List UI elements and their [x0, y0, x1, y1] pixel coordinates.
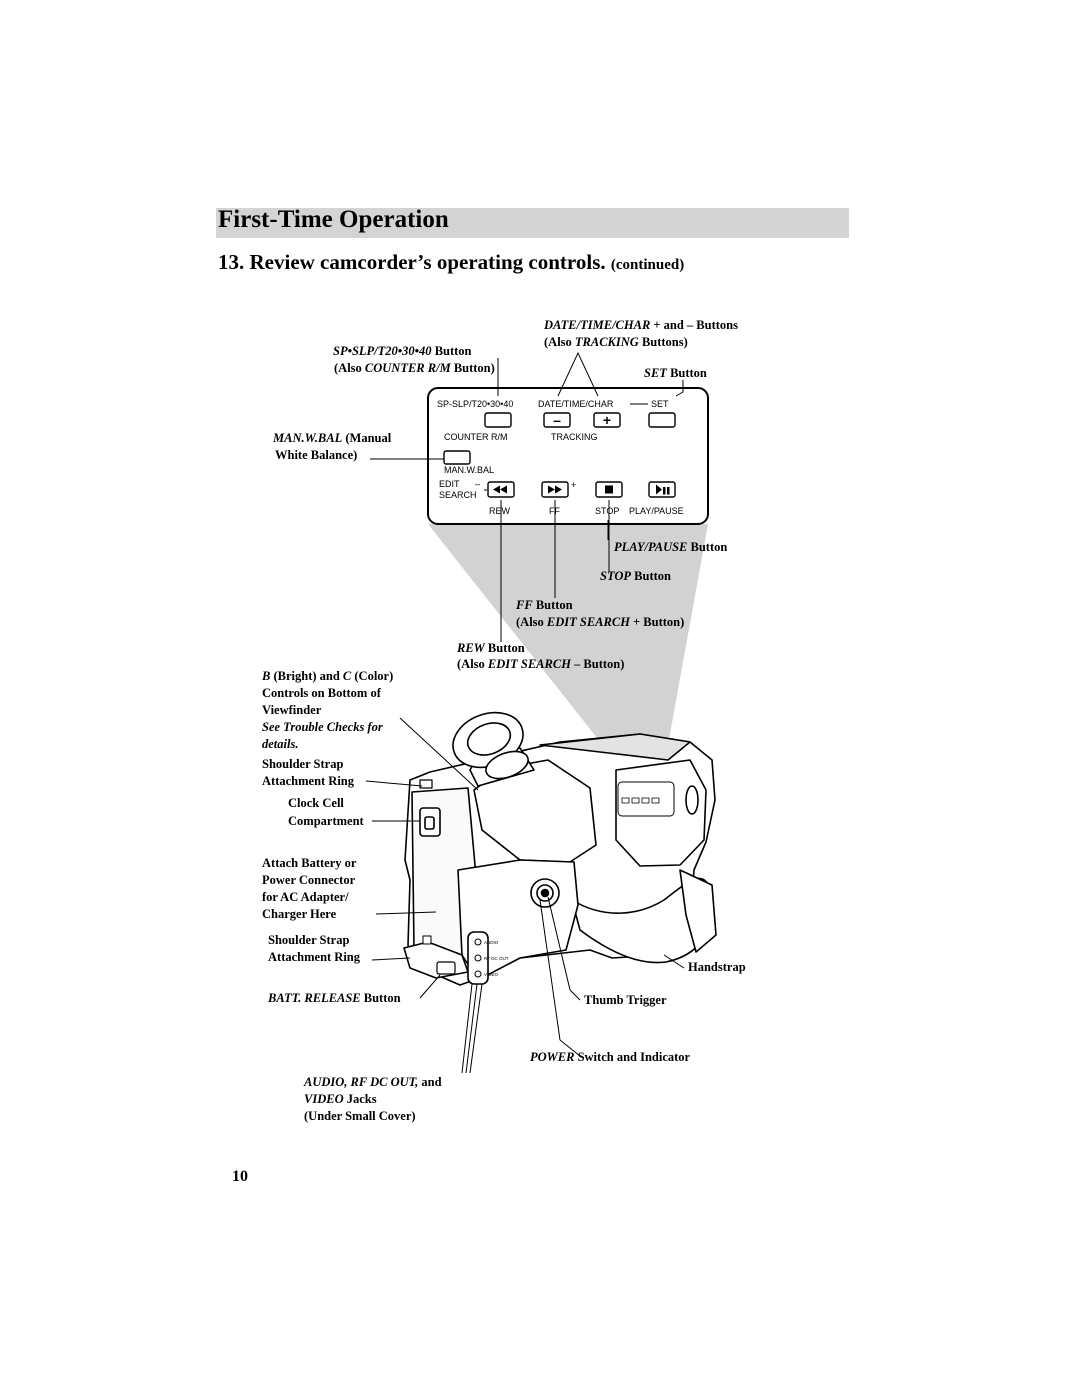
callout-clock-1: Clock Cell — [288, 796, 344, 810]
step-continued: (continued) — [610, 257, 685, 273]
camera-label-video: VIDEO — [484, 972, 499, 977]
step-heading-text: 13. Review camcorder’s operating control… — [218, 250, 606, 274]
fast-forward-icon-b — [555, 485, 562, 494]
callout-trouble-line2: details. — [262, 737, 298, 751]
panel-leader-lines — [370, 351, 684, 642]
callout-play-pause: PLAY/PAUSE Button — [614, 540, 727, 554]
panel-label-edit-minus: – — [475, 479, 480, 489]
callout-power-switch: POWER Switch and Indicator — [530, 1050, 691, 1064]
battery-lug — [422, 935, 432, 945]
callout-clock-2: Compartment — [288, 814, 365, 828]
callout-also-counter: (Also COUNTER R/M Button) — [334, 361, 495, 375]
panel-label-date-time-char: DATE/TIME/CHAR — [538, 399, 614, 409]
camera-top-strip — [539, 733, 691, 761]
callout-set-button: SET Button — [644, 366, 707, 380]
callout-thumb-trigger: Thumb Trigger — [584, 993, 667, 1007]
callout-date-time-char: DATE/TIME/CHAR + and – Buttons — [543, 318, 738, 332]
play-icon — [656, 484, 662, 495]
panel-label-edit-plus: + — [571, 480, 576, 490]
panel-label-set: SET — [651, 399, 669, 409]
callout-shoulder-bottom-1: Shoulder Strap — [268, 933, 349, 947]
camera-label-rf-dc-out: RF DC OUT — [484, 956, 509, 961]
camera-leader-lines — [365, 717, 685, 1074]
camcorder-illustration — [403, 711, 717, 986]
callout-shoulder-top-1: Shoulder Strap — [262, 757, 343, 771]
page-number: 10 — [232, 1168, 248, 1185]
grip-mini-button-2 — [631, 797, 640, 804]
panel-label-rew: REW — [489, 506, 511, 516]
panel-label-tracking: TRACKING — [551, 432, 598, 442]
video-jack-icon — [474, 970, 482, 978]
callout-handstrap: Handstrap — [688, 960, 746, 974]
grip-mini-button-1 — [621, 797, 630, 804]
projection-cone — [428, 524, 708, 748]
callout-man-w-bal: MAN.W.BAL (Manual — [272, 431, 392, 445]
audio-jack-icon — [474, 938, 482, 946]
callout-bc-line2: Controls on Bottom of — [262, 686, 382, 700]
callout-also-edit-minus: (Also EDIT SEARCH – Button) — [457, 657, 624, 671]
callout-jacks-3: (Under Small Cover) — [304, 1109, 416, 1123]
callout-bc-line3: Viewfinder — [262, 703, 322, 717]
rewind-icon-b — [493, 485, 500, 494]
callout-also-tracking: (Also TRACKING Buttons) — [544, 335, 688, 349]
minus-button[interactable] — [543, 412, 571, 428]
pause-icon-a — [663, 487, 666, 495]
grip-mini-button-3 — [641, 797, 650, 804]
panel-label-sp-slp: SP-SLP/T20•30•40 — [437, 399, 513, 409]
callout-white-balance: White Balance) — [275, 448, 357, 462]
minus-symbol: – — [553, 412, 561, 428]
callout-jacks-1: AUDIO, RF DC OUT, and — [303, 1075, 442, 1089]
rewind-icon — [500, 485, 507, 494]
plus-button[interactable] — [593, 412, 621, 428]
rf-dc-out-jack-icon — [474, 954, 482, 962]
fast-forward-icon — [548, 485, 555, 494]
section-title: First-Time Operation — [218, 206, 449, 233]
panel-label-search: SEARCH — [439, 490, 477, 500]
panel-label-edit: EDIT — [439, 479, 460, 489]
callout-jacks-2: VIDEO Jacks — [304, 1092, 377, 1106]
set-button[interactable] — [648, 412, 676, 428]
callout-battery-1: Attach Battery or — [262, 856, 357, 870]
control-panel: SP-SLP/T20•30•40 DATE/TIME/CHAR SET – + … — [427, 387, 709, 525]
step-heading: 13. Review camcorder’s operating control… — [218, 250, 684, 275]
callout-shoulder-bottom-2: Attachment Ring — [268, 950, 361, 964]
zoom-rocker — [685, 785, 699, 815]
shoulder-ring-top — [419, 779, 433, 789]
batt-release-switch — [436, 961, 456, 975]
grip-mini-button-4 — [651, 797, 660, 804]
sp-slp-button[interactable] — [484, 412, 512, 428]
pause-icon-b — [667, 487, 670, 495]
clock-cell-latch — [424, 816, 435, 830]
callout-sp-slp: SP•SLP/T20•30•40 Button — [333, 344, 472, 358]
callout-ff: FF Button — [515, 598, 573, 612]
plus-symbol: + — [603, 412, 611, 428]
panel-label-play-pause: PLAY/PAUSE — [629, 506, 684, 516]
callout-rew: REW Button — [456, 641, 525, 655]
callout-trouble-line1: See Trouble Checks for — [262, 720, 383, 734]
eyecup-inner — [466, 722, 512, 756]
stop-icon — [605, 485, 613, 494]
callout-batt-release: BATT. RELEASE Button — [267, 991, 401, 1005]
panel-label-stop: STOP — [595, 506, 619, 516]
callout-battery-4: Charger Here — [262, 907, 337, 921]
callout-battery-2: Power Connector — [262, 873, 356, 887]
callout-shoulder-top-2: Attachment Ring — [262, 774, 355, 788]
handstrap-pad — [679, 869, 717, 953]
thumb-trigger-button — [540, 888, 550, 898]
callout-bc-line1: B (Bright) and C (Color) — [261, 669, 393, 683]
camera-label-audio: AUDIO — [484, 940, 499, 945]
eyecup-ring — [485, 750, 529, 780]
section-title-bar — [216, 208, 849, 238]
callout-also-edit-plus: (Also EDIT SEARCH + Button) — [516, 615, 684, 629]
panel-label-counter-rm: COUNTER R/M — [444, 432, 508, 442]
callout-stop: STOP Button — [600, 569, 671, 583]
man-w-bal-button[interactable] — [443, 450, 471, 465]
callout-battery-3: for AC Adapter/ — [262, 890, 349, 904]
panel-label-man-w-bal: MAN.W.BAL — [444, 465, 494, 475]
